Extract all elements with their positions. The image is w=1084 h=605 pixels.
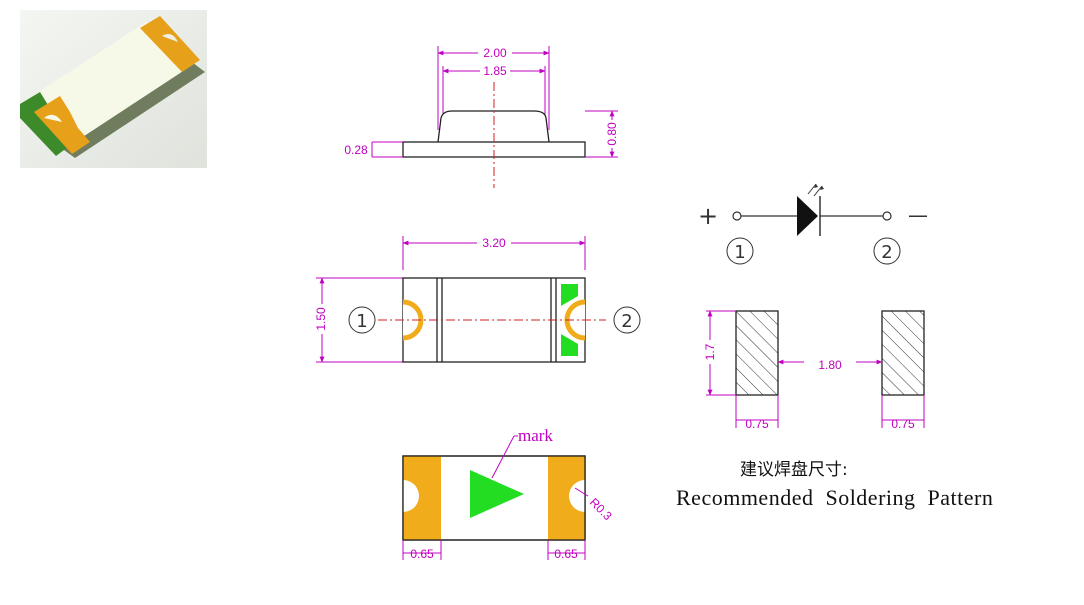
side-width-outer: 2.00 <box>483 46 507 60</box>
radius-label: R0.3 <box>587 495 615 523</box>
pad-left-width: 0.65 <box>410 547 434 561</box>
solder-pattern: 1.7 1.80 0.75 0.75 <box>701 310 925 431</box>
top-length: 3.20 <box>482 236 506 250</box>
pin-1-label: 1 <box>356 311 367 332</box>
solder-pad-height: 1.7 <box>703 343 717 360</box>
plus-sign: + <box>698 202 718 230</box>
solder-pad-right-width: 0.75 <box>891 417 915 431</box>
pad-right-width: 0.65 <box>554 547 578 561</box>
schematic-pin-2: 2 <box>881 242 892 263</box>
top-width: 1.50 <box>314 307 328 331</box>
side-width-inner: 1.85 <box>483 64 507 78</box>
side-total-height: 0.80 <box>605 122 619 146</box>
side-base-height: 0.28 <box>344 143 368 157</box>
bottom-view: mark R0.3 0.65 0.65 <box>402 426 615 561</box>
solder-pad-left-width: 0.75 <box>745 417 769 431</box>
side-view: 2.00 1.85 0.80 0.28 <box>344 46 620 188</box>
schematic-pin-1: 1 <box>734 242 745 263</box>
mark-label: mark <box>518 426 553 445</box>
solder-gap: 1.80 <box>818 358 842 372</box>
led-3d-thumbnail <box>20 10 207 168</box>
top-view: 3.20 1.50 1 2 <box>312 236 641 363</box>
led-schematic-symbol: + — 1 2 <box>698 183 928 265</box>
minus-sign: — <box>908 203 928 227</box>
caption-english: Recommended Soldering Pattern <box>676 485 993 510</box>
pin-2-label: 2 <box>621 311 632 332</box>
polarity-mark-triangle <box>470 470 524 518</box>
caption-chinese: 建议焊盘尺寸: <box>740 460 848 480</box>
